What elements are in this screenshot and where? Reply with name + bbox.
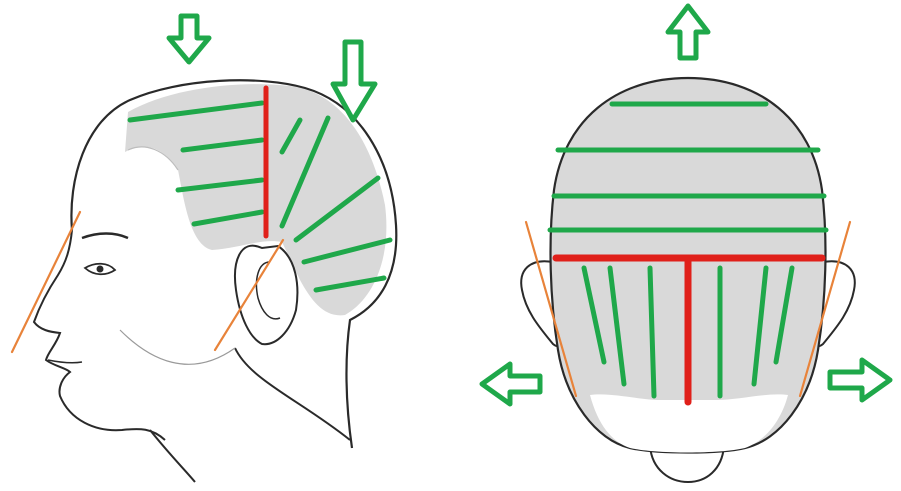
arrow-left-icon	[482, 364, 540, 404]
side-neck-outline	[150, 348, 350, 482]
side-ear	[235, 246, 297, 345]
side-mouth	[48, 360, 82, 363]
arrow-up-icon	[668, 6, 708, 58]
side-eyebrow	[82, 234, 128, 239]
side-view-head	[34, 80, 396, 482]
arrow-right-icon	[830, 360, 890, 400]
side-face-profile	[34, 230, 165, 440]
side-eye-pupil	[97, 266, 104, 273]
arrow-down-icon	[169, 16, 209, 62]
arrow-down-icon	[333, 42, 375, 120]
